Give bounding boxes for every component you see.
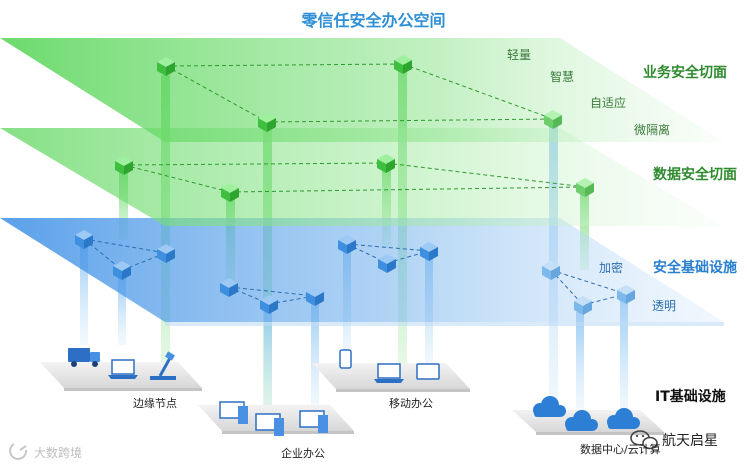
feature-micro-segmentation: 微隔离 — [634, 123, 671, 137]
blue-cube — [113, 261, 131, 280]
infrastructure-layer-label: 安全基础设施 — [653, 260, 737, 276]
infra-nodes — [75, 230, 635, 315]
green-cube — [544, 110, 562, 129]
blue-cube — [338, 235, 356, 254]
feature-transparent: 透明 — [652, 299, 677, 313]
desktop-computer-icon — [219, 401, 248, 424]
it-layer-label: IT基础设施 — [655, 389, 726, 405]
blue-cube — [157, 244, 175, 263]
mobile-platform — [312, 349, 470, 392]
infrastructure-layer-plane — [0, 218, 724, 322]
diagram-title: 零信任安全办公空间 — [301, 11, 446, 30]
datacenter-platform — [512, 396, 664, 435]
data-links — [123, 162, 586, 193]
edge-node-label: 边缘节点 — [133, 397, 177, 410]
blue-cube — [378, 254, 396, 273]
green-cube — [377, 154, 395, 173]
beam — [620, 300, 628, 415]
cloud-icon — [565, 410, 598, 431]
beam — [580, 190, 589, 270]
phone-icon — [339, 349, 352, 369]
beam — [311, 300, 319, 410]
beam — [118, 275, 126, 345]
watermark-text: 大数跨境 — [34, 446, 83, 460]
desktop-computer-icon — [255, 413, 284, 436]
datacenter-label: 数据中心/云计算 — [580, 443, 661, 456]
green-cube — [576, 178, 594, 197]
business-nodes — [157, 55, 562, 132]
blue-cube — [75, 230, 93, 249]
feature-encryption: 加密 — [599, 261, 624, 275]
blue-cube — [574, 296, 592, 315]
edge-node-platform — [40, 348, 202, 391]
data-layer-plane — [0, 128, 724, 226]
enterprise-label: 企业办公 — [281, 447, 325, 460]
brand-name: 航天启星 — [662, 433, 718, 449]
desktop-computer-icon — [299, 410, 328, 433]
green-cube — [258, 113, 276, 132]
cloud-icon — [607, 408, 640, 429]
blue-cube — [542, 261, 560, 280]
business-layer-label: 业务安全切面 — [643, 65, 727, 81]
watermark-logo-icon — [9, 443, 28, 460]
business-links — [165, 63, 554, 123]
tablet-icon — [416, 363, 440, 380]
data-nodes — [115, 154, 594, 202]
cloud-icon — [533, 396, 566, 417]
laptop-icon — [108, 359, 138, 379]
blue-cube — [220, 278, 238, 297]
blue-cube — [617, 285, 635, 304]
feature-lightweight: 轻量 — [507, 48, 532, 62]
green-cube — [394, 55, 412, 74]
laptop-icon — [374, 363, 404, 383]
truck-icon — [68, 348, 100, 367]
beam — [80, 245, 88, 345]
blue-cube — [260, 295, 278, 314]
wechat-logo-icon — [630, 430, 658, 450]
blue-cube — [306, 287, 324, 306]
beam — [576, 312, 584, 412]
feature-adaptive: 自适应 — [590, 96, 627, 110]
beam — [264, 308, 272, 408]
business-layer-plane — [0, 38, 724, 142]
green-cube — [157, 57, 175, 76]
green-cube — [115, 156, 133, 175]
mobile-label: 移动办公 — [389, 397, 433, 410]
beam — [119, 170, 128, 240]
data-layer-label: 数据安全切面 — [653, 167, 737, 183]
enterprise-platform — [198, 401, 354, 436]
feature-smart: 智慧 — [550, 70, 575, 84]
microscope-icon — [150, 351, 176, 380]
infrastructure-layer-edge — [165, 322, 724, 326]
green-cube — [221, 183, 239, 202]
blue-cube — [420, 242, 438, 261]
